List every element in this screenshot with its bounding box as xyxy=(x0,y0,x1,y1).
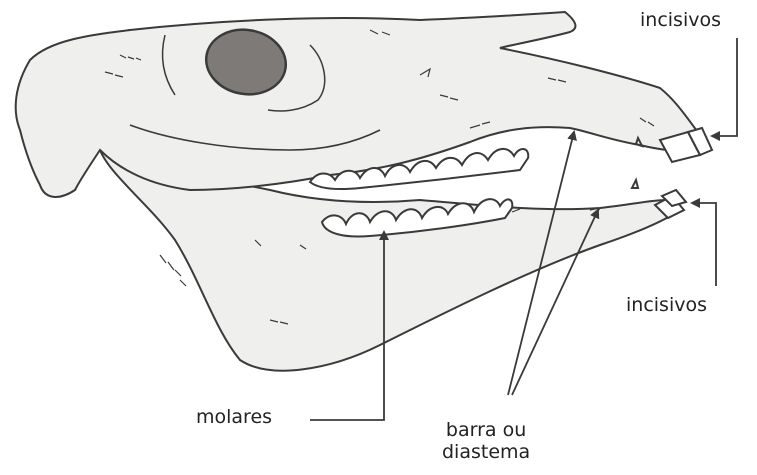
label-barra-diastema: barra ou diastema xyxy=(442,420,530,464)
label-barra-line1: barra ou xyxy=(442,420,530,442)
label-barra-line2: diastema xyxy=(442,442,530,464)
arrow-incisivos-inferior xyxy=(692,203,716,286)
arrow-incisivos-superior xyxy=(712,38,737,136)
label-incisivos-superior: incisivos xyxy=(640,10,721,32)
label-incisivos-inferior: incisivos xyxy=(626,295,707,317)
label-molares: molares xyxy=(196,407,272,429)
